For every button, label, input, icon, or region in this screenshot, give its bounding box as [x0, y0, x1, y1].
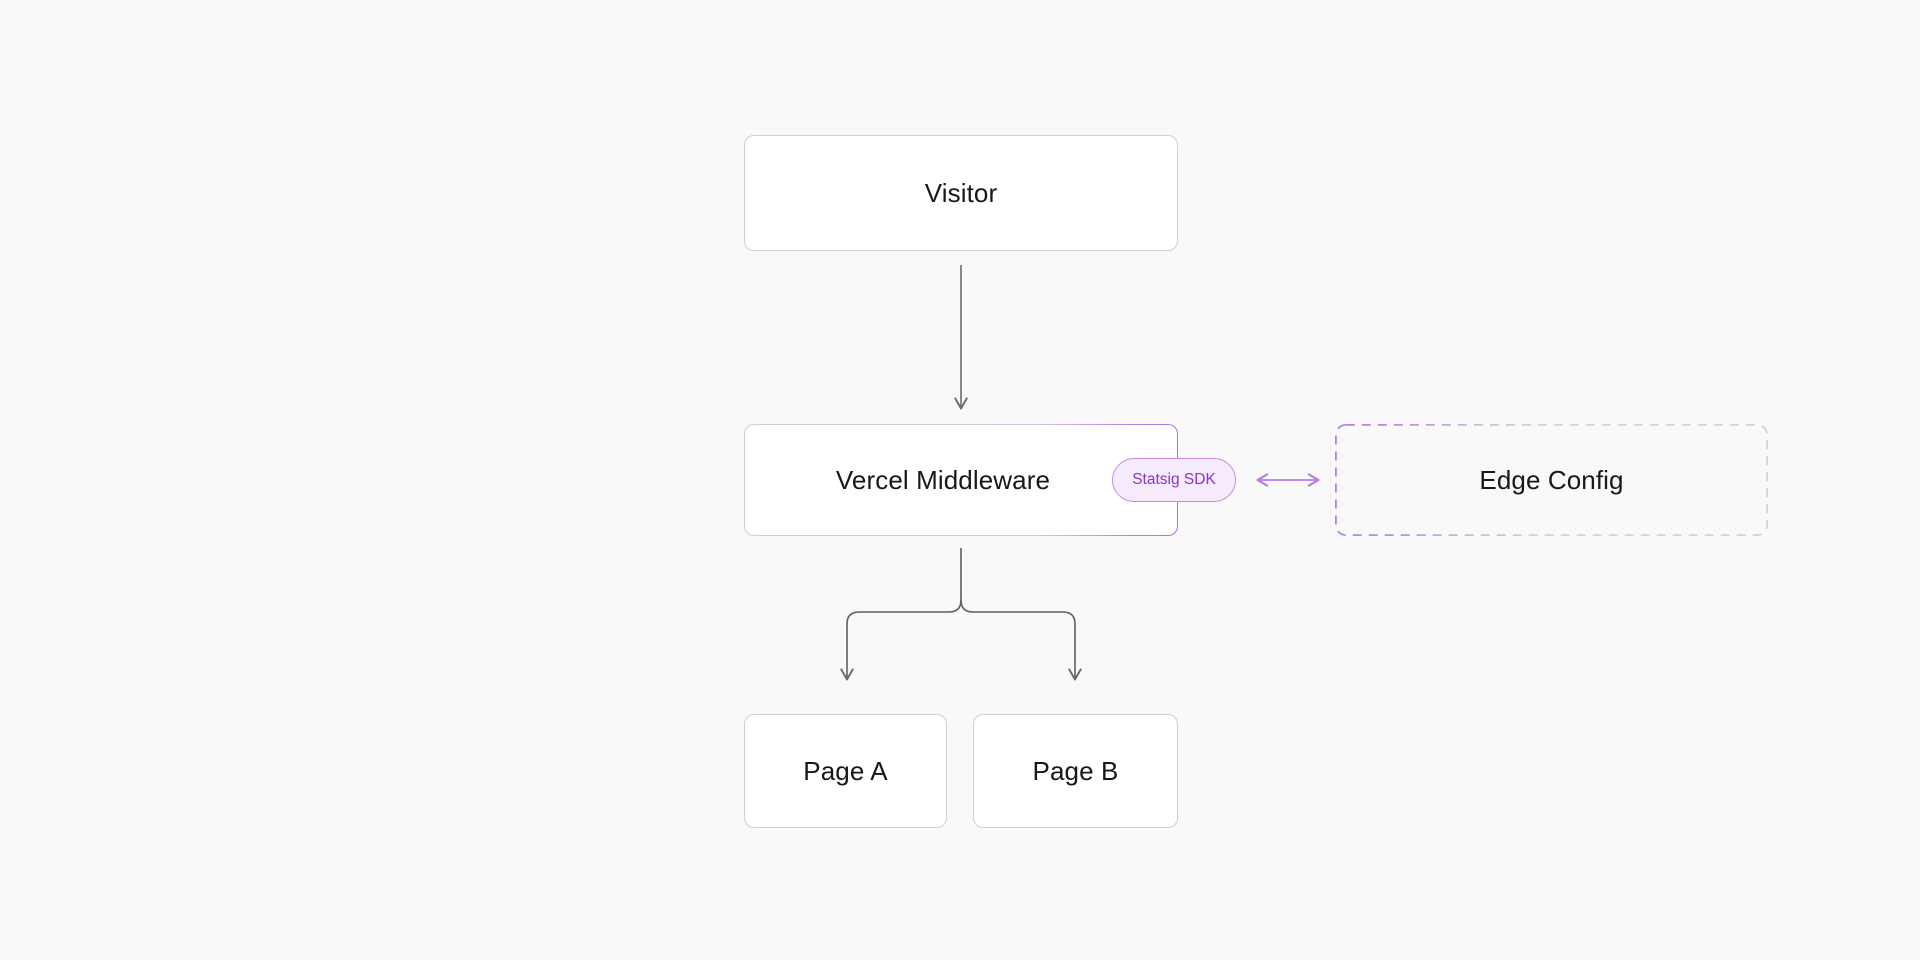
edge-middleware-to-page-a	[840, 599, 962, 681]
node-page-b-label: Page B	[1032, 756, 1119, 786]
edge-middleware-to-page-b	[960, 599, 1082, 681]
node-page-b[interactable]: Page B	[973, 714, 1178, 828]
node-visitor-label: Visitor	[924, 178, 998, 208]
node-vercel-middleware-label: Vercel Middleware	[835, 465, 1051, 495]
node-edge-config-label: Edge Config	[1479, 465, 1624, 495]
node-edge-config[interactable]: Edge Config	[1335, 424, 1768, 536]
node-vercel-middleware[interactable]: Vercel Middleware	[744, 424, 1178, 536]
node-page-a-label: Page A	[803, 756, 888, 786]
node-page-a[interactable]: Page A	[744, 714, 947, 828]
badge-statsig-sdk-label: Statsig SDK	[1132, 471, 1216, 489]
edge-config-dashed-border	[1335, 424, 1768, 536]
node-visitor[interactable]: Visitor	[744, 135, 1178, 251]
badge-statsig-sdk[interactable]: Statsig SDK	[1112, 458, 1236, 502]
